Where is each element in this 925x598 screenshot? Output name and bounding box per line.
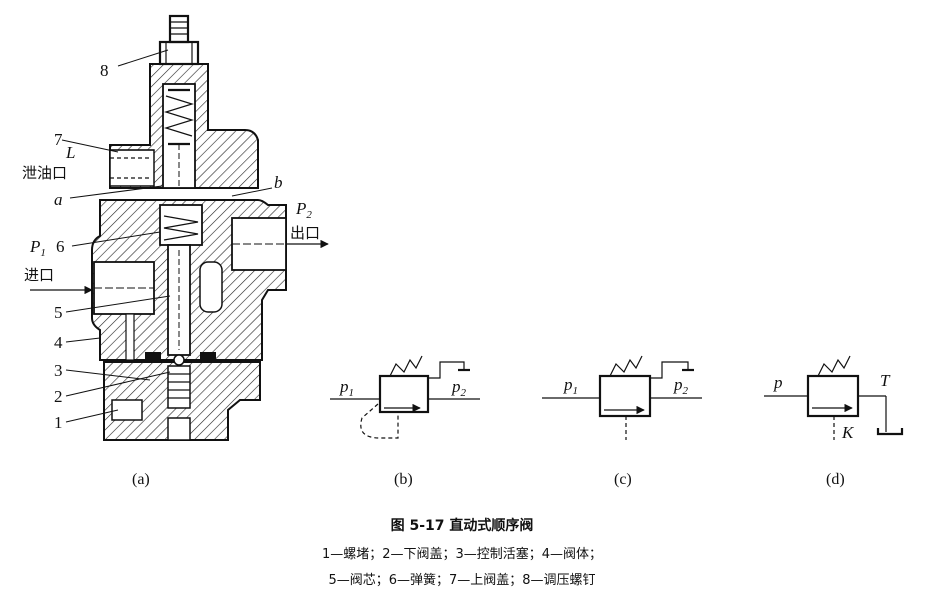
port-a-label: a — [54, 190, 63, 209]
legend-line-2: 5—阀芯；6—弹簧；7—上阀盖；8—调压螺钉 — [328, 572, 595, 588]
valve-section-drawing: 8 7 L 泄油口 a b P1 6 P2 出口 进口 5 4 3 2 1 (a… — [22, 14, 329, 488]
caption-d: (d) — [826, 471, 845, 488]
d-p-label: p — [773, 373, 783, 392]
c-p1-label: p1 — [563, 375, 578, 397]
symbol-c: p1 p2 (c) — [542, 355, 702, 488]
callout-4: 4 — [54, 333, 63, 352]
callout-3: 3 — [54, 361, 63, 380]
callout-6: 6 — [56, 237, 65, 256]
c-p2-label: p2 — [673, 375, 689, 397]
caption-b: (b) — [394, 471, 413, 488]
callout-7: 7 — [54, 130, 63, 149]
leader-lines — [61, 49, 273, 423]
d-T-label: T — [880, 371, 891, 390]
d-K-label: K — [841, 423, 855, 442]
caption-c: (c) — [614, 471, 632, 488]
symbol-d: p T K (d) — [764, 355, 904, 488]
drain-port-label: 泄油口 — [22, 164, 67, 182]
outlet-label: 出口 — [290, 224, 320, 242]
callout-5: 5 — [54, 303, 63, 322]
caption-a: (a) — [132, 471, 150, 488]
callout-1: 1 — [54, 413, 63, 432]
port-b-label: b — [274, 173, 283, 192]
port-P2-label: P2 — [295, 199, 312, 221]
upper-cover — [109, 63, 259, 189]
callout-8: 8 — [100, 61, 109, 80]
symbol-b: p1 p2 (b) — [330, 355, 480, 488]
callout-2: 2 — [54, 387, 63, 406]
b-p2-label: p2 — [451, 377, 467, 399]
port-P1-label: P1 — [29, 237, 46, 259]
port-L-label: L — [65, 143, 75, 162]
figure-title: 图 5-17 直动式顺序阀 — [391, 517, 534, 534]
inlet-label: 进口 — [24, 266, 54, 284]
b-p1-label: p1 — [339, 377, 354, 399]
lower-cover — [103, 354, 261, 441]
valve-body — [91, 199, 287, 361]
adjusting-screw — [158, 14, 200, 66]
legend-line-1: 1—螺堵；2—下阀盖；3—控制活塞；4—阀体； — [322, 546, 602, 562]
